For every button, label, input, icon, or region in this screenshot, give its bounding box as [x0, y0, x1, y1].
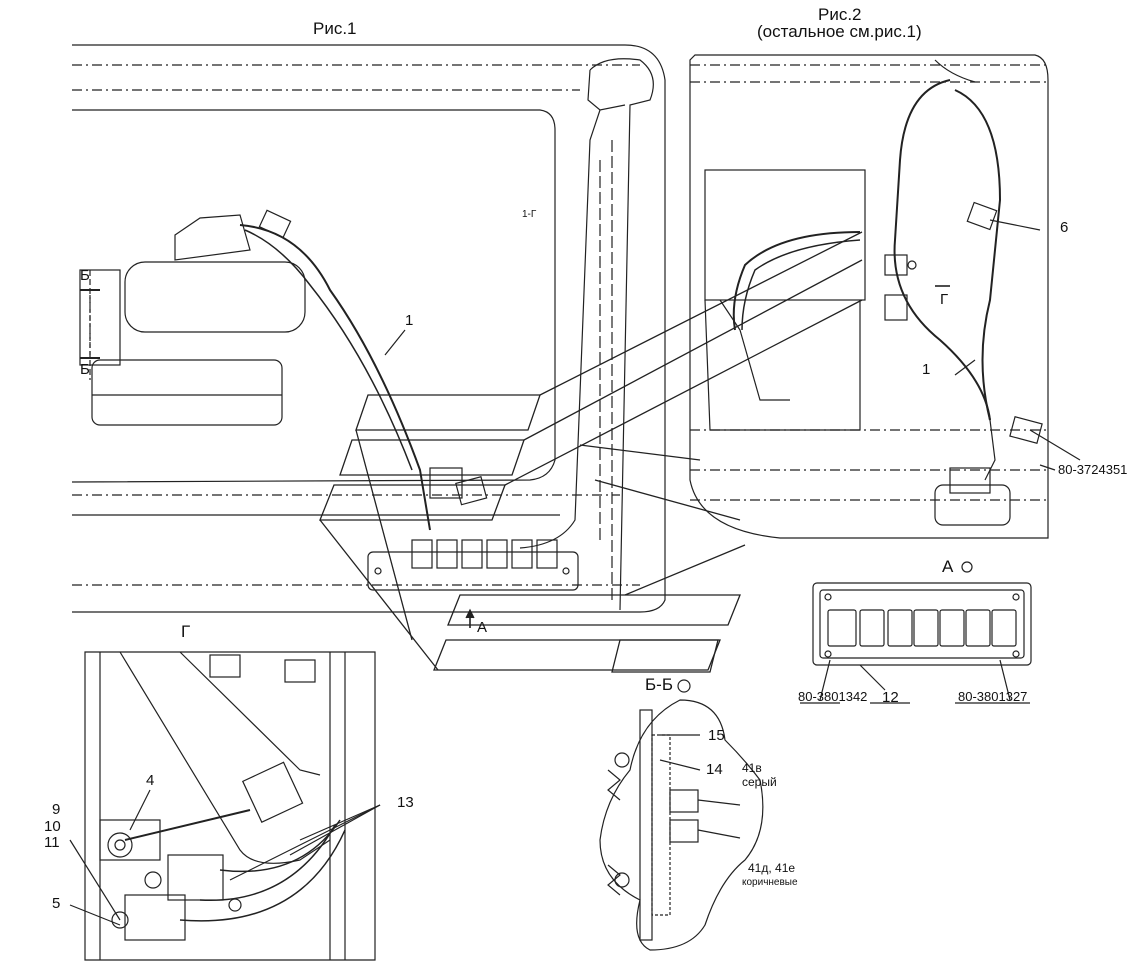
- wire-grey: серый: [742, 775, 777, 789]
- view-g-title: Г: [181, 622, 191, 641]
- fig1-drawing: [71, 44, 666, 628]
- callout-10: 10: [44, 818, 61, 835]
- view-a-panel: [800, 561, 1032, 704]
- callout-12: 12: [882, 689, 899, 706]
- callout-9: 9: [52, 801, 61, 818]
- callout-15: 15: [708, 727, 725, 744]
- view-mark-a: А: [477, 619, 488, 636]
- fig1-title: Рис.1: [313, 19, 357, 38]
- section-b-b-title: Б-Б: [645, 675, 673, 694]
- view-a-title: А: [942, 557, 954, 576]
- callout-1-fig1: 1: [405, 312, 414, 329]
- fig1-exploded-strip: [319, 231, 863, 673]
- callout-4: 4: [146, 772, 155, 789]
- wire-41v: 41в: [742, 761, 762, 775]
- fig2-title: Рис.2: [818, 5, 862, 24]
- fig2-subtitle: (остальное см.рис.1): [757, 22, 922, 41]
- callout-5: 5: [52, 895, 61, 912]
- section-b-b: [599, 679, 764, 951]
- section-mark-b-bottom: Б: [80, 361, 90, 378]
- part-80-3801342: 80-3801342: [798, 689, 868, 704]
- callout-1-fig2: 1: [922, 361, 931, 378]
- callout-13: 13: [397, 794, 414, 811]
- part-80-3724351: 80-3724351: [1058, 462, 1128, 477]
- label-1-g: 1-Г: [522, 209, 537, 220]
- callout-11: 11: [44, 834, 60, 851]
- callout-6: 6: [1060, 219, 1069, 236]
- view-mark-g: Г: [940, 291, 949, 308]
- wire-41de: 41д, 41е: [748, 861, 796, 875]
- view-g-drawing: [69, 651, 381, 961]
- part-80-3801327: 80-3801327: [958, 689, 1028, 704]
- wire-brown: коричневые: [742, 877, 798, 888]
- leader-lines: [384, 219, 1056, 471]
- section-mark-b-top: Б: [80, 267, 90, 284]
- callout-14: 14: [706, 761, 723, 778]
- fig2-drawing: [689, 54, 1081, 539]
